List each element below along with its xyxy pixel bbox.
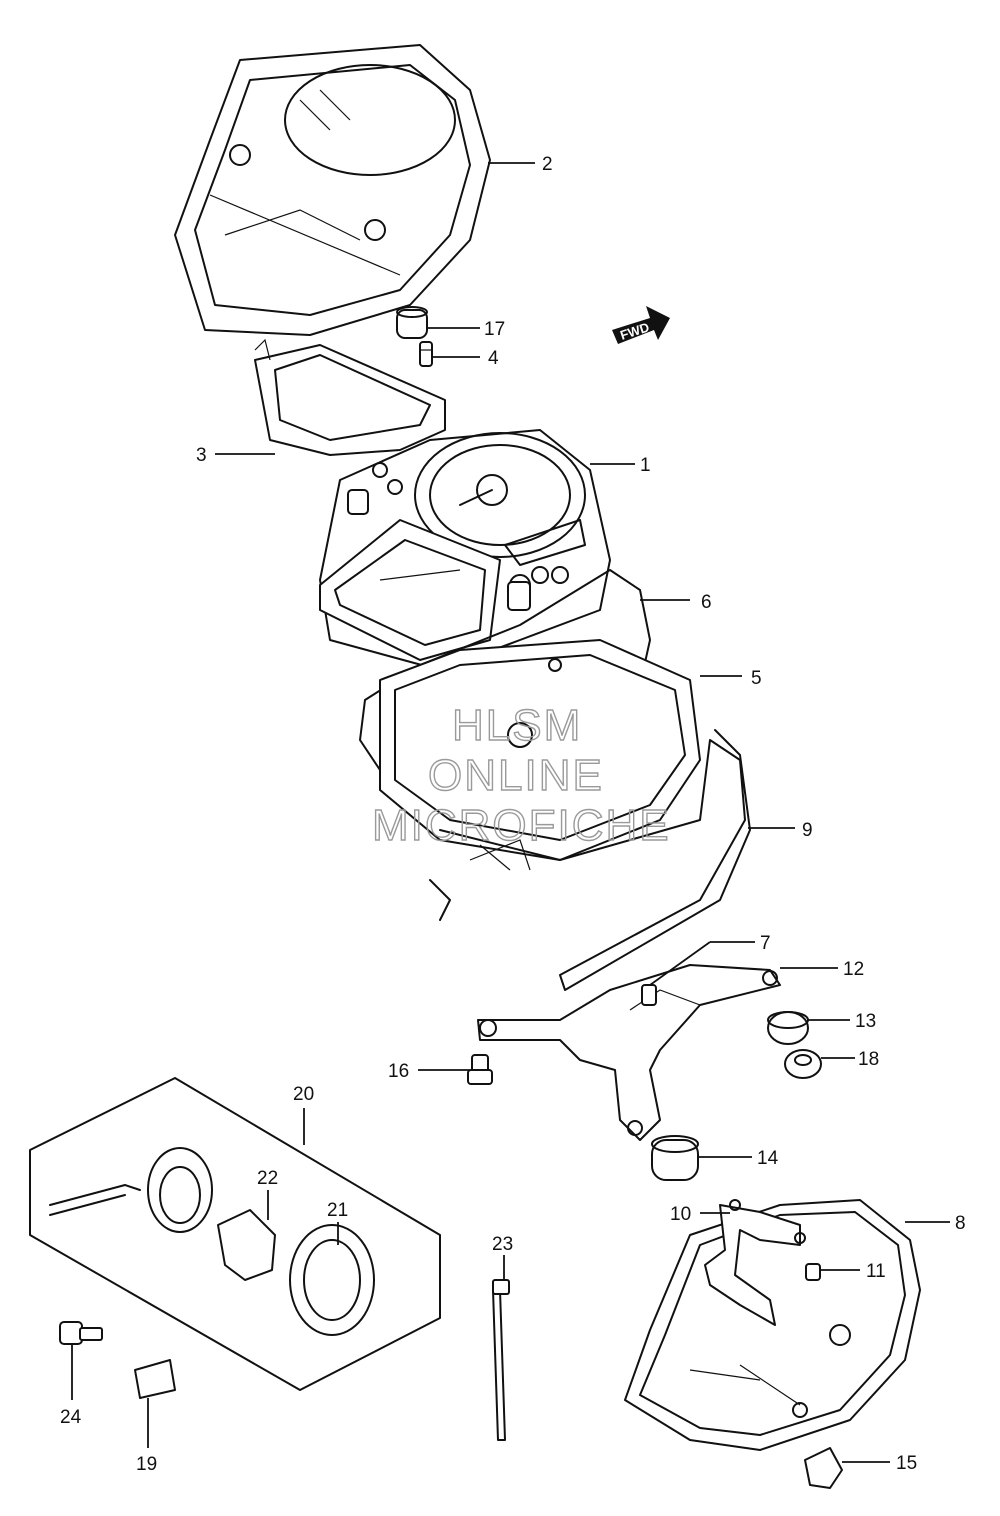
screw-11-part	[805, 1263, 821, 1281]
callout-16: 16	[388, 1061, 409, 1082]
callout-18: 18	[858, 1049, 879, 1070]
fwd-label: FWD	[618, 319, 651, 342]
watermark-line-1: HLSM	[452, 701, 582, 750]
callout-3: 3	[196, 445, 207, 466]
callout-9: 9	[802, 820, 813, 841]
callout-11: 11	[866, 1261, 886, 1282]
callout-24: 24	[60, 1407, 82, 1428]
callout-23: 23	[492, 1234, 513, 1255]
meter-case-5-part	[379, 639, 701, 871]
watermark-line-3: MICROFICHE	[372, 801, 671, 850]
callout-19: 19	[136, 1454, 157, 1475]
forward-direction-badge: FWD	[612, 306, 670, 344]
leader-line-7	[649, 941, 711, 986]
speedometer-assembly-part	[319, 429, 611, 671]
callout-2: 2	[542, 154, 553, 175]
watermark: HLSM ONLINE MICROFICHE	[371, 700, 671, 850]
callout-4: 4	[488, 348, 499, 369]
callout-6: 6	[701, 592, 712, 613]
callout-labels: 2 17 4 3 1 6 5 9 7 12 13 18 16 14 20 22 …	[60, 154, 966, 1475]
cushion-13-part	[767, 1011, 809, 1045]
callout-5: 5	[751, 668, 762, 689]
fastener-15-part	[804, 1447, 843, 1489]
callout-7: 7	[760, 933, 771, 954]
cover-ring-9-part	[429, 729, 751, 991]
bolt-16-part	[467, 1054, 493, 1085]
lens-cover-3-part	[254, 338, 446, 456]
callout-8: 8	[955, 1213, 966, 1234]
callout-10: 10	[670, 1204, 691, 1225]
screw-7-part	[641, 984, 657, 1006]
cushion-18-part	[784, 1049, 822, 1079]
socket-kit-20-group	[29, 1077, 441, 1391]
callout-21: 21	[327, 1200, 348, 1221]
bracket-10-part	[704, 1199, 806, 1326]
lower-cover-8-part	[624, 1199, 921, 1451]
callout-17: 17	[484, 319, 505, 340]
callout-12: 12	[843, 959, 864, 980]
meter-cover-part	[174, 44, 491, 336]
callout-13: 13	[855, 1011, 876, 1032]
screw-4-part	[419, 341, 433, 367]
leader-lines	[71, 162, 950, 1463]
grommet-17-part	[396, 306, 428, 339]
callout-1: 1	[640, 455, 651, 476]
cable-tie-23-part	[492, 1279, 510, 1441]
callout-14: 14	[757, 1148, 779, 1169]
callout-15: 15	[896, 1453, 917, 1474]
cushion-14-part	[651, 1135, 699, 1181]
callout-22: 22	[257, 1168, 278, 1189]
watermark-line-2: ONLINE	[428, 751, 604, 800]
callout-20: 20	[293, 1084, 314, 1105]
meter-bracket-part	[477, 964, 781, 1141]
bolt-24-part	[59, 1321, 103, 1345]
clip-19-part	[134, 1359, 176, 1399]
